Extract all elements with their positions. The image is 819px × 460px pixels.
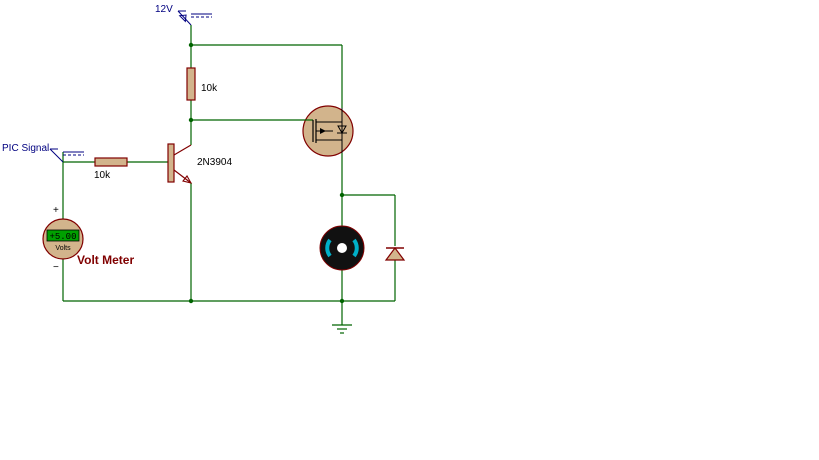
meter-minus-sign: − (53, 262, 59, 273)
transistor-collector-leg (173, 144, 192, 156)
junction-dot (188, 298, 194, 304)
motor-shaft-icon (337, 243, 347, 253)
junction-dot (188, 42, 194, 48)
junction-dot (339, 298, 345, 304)
wires (62, 25, 396, 325)
mosfet-body-diode-icon (337, 125, 347, 135)
base-resistor-label: 10k (94, 170, 111, 181)
meter-display (46, 229, 80, 242)
motor-coil-right (352, 238, 359, 258)
meter-plus-sign: + (53, 205, 59, 216)
input-terminal[interactable]: PIC Signal (2, 143, 84, 163)
npn-transistor[interactable]: 2N3904 (167, 143, 232, 184)
volt-meter[interactable]: +5.00 Volts + − Volt Meter (42, 205, 134, 273)
transistor-emitter-leg (173, 169, 192, 184)
flyback-diode[interactable] (384, 247, 406, 261)
input-label: PIC Signal (2, 143, 49, 154)
motor-coil-left (325, 238, 332, 258)
supply-label: 12V (155, 4, 173, 15)
supply-terminal[interactable]: 12V (155, 4, 212, 26)
junction-dot (339, 192, 345, 198)
collector-resistor[interactable]: 10k (186, 67, 218, 101)
junctions (188, 42, 345, 304)
mosfet[interactable] (302, 105, 354, 157)
transistor-label: 2N3904 (197, 157, 232, 168)
emitter-arrow-icon (182, 175, 193, 184)
collector-resistor-label: 10k (201, 83, 218, 94)
diode-triangle-icon (384, 247, 406, 261)
junction-dot (188, 117, 194, 123)
meter-name-label: Volt Meter (77, 253, 134, 267)
transistor-base-bar (167, 143, 175, 183)
mosfet-arrow-icon (320, 128, 326, 134)
meter-reading: +5.00 (49, 232, 76, 242)
meter-unit: Volts (55, 245, 71, 252)
base-resistor[interactable]: 10k (94, 157, 128, 181)
dc-motor[interactable] (319, 225, 365, 271)
ground-symbol (332, 324, 352, 334)
